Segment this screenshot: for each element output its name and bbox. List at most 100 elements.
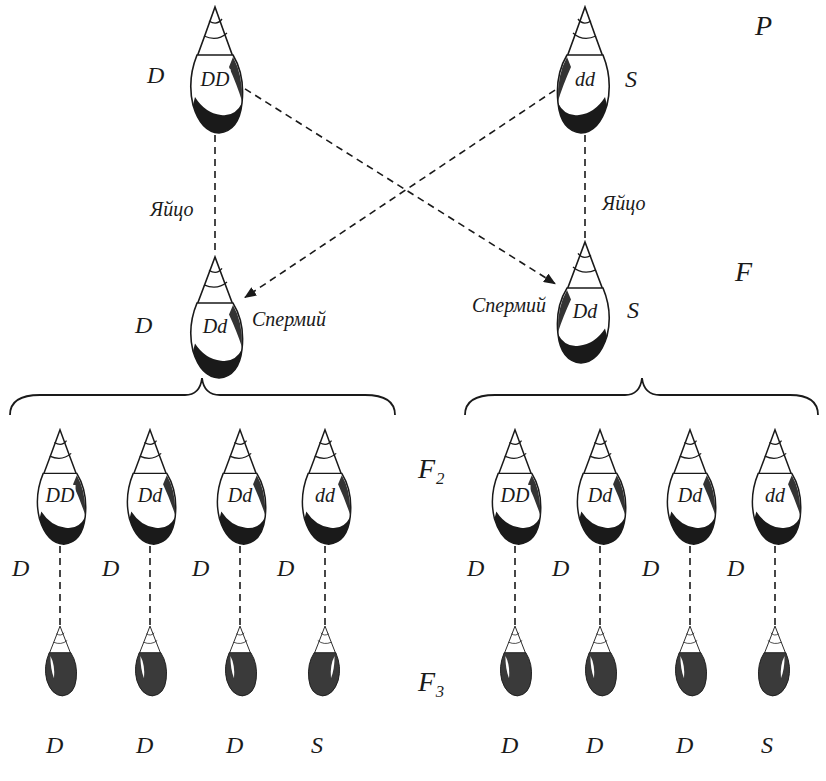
genotype-label: Dd [202, 316, 228, 336]
shell-body [225, 653, 256, 696]
shell-shading [788, 475, 800, 515]
genotype-label: Dd [137, 485, 163, 505]
shell-group [577, 430, 625, 544]
snail-node: D [672, 625, 708, 697]
genotype-label: Dd [587, 485, 613, 505]
dashed-connector [514, 546, 516, 625]
dashed-connector [245, 90, 555, 297]
phenotype-label: D [501, 733, 518, 757]
whorl-line [209, 268, 222, 272]
phenotype-label: D [642, 556, 659, 580]
shell-group [667, 430, 715, 544]
shell-group [45, 626, 76, 696]
phenotype-label: S [761, 733, 773, 757]
dashed-connector [214, 135, 216, 255]
phenotype-label: D [226, 733, 243, 757]
whorl-line [50, 453, 71, 458]
whorl-line [578, 19, 591, 23]
shell-highlight [331, 656, 335, 678]
genotype-label: DD [45, 485, 76, 505]
shell-body [557, 288, 609, 363]
shell-body [191, 55, 243, 133]
shell-shading [304, 512, 350, 545]
whorl-line [593, 641, 607, 644]
snail-node: S [757, 625, 793, 697]
whorl-line [509, 441, 521, 445]
shell-body [191, 303, 243, 378]
whorl-line [765, 453, 786, 458]
shell-shading [193, 97, 242, 133]
shell-group [127, 430, 175, 544]
shell-group [135, 626, 166, 696]
shell-spire [197, 257, 233, 305]
shell-shading [669, 512, 715, 545]
genotype-label: dd [764, 485, 786, 505]
dashed-connector [689, 546, 691, 625]
snail-shell [757, 625, 793, 697]
shell-highlight [505, 656, 509, 678]
shell-group [500, 626, 531, 696]
shell-spire [567, 242, 603, 290]
shell-highlight [50, 656, 54, 678]
connector-label: Яйцо [148, 198, 195, 220]
shell-shading [129, 512, 175, 545]
snail-node: DDD [487, 428, 543, 546]
dashed-connector [59, 546, 61, 625]
whorl-line [234, 441, 246, 445]
whorl-line [319, 441, 331, 445]
phenotype-label: D [277, 556, 294, 580]
shell-shading [558, 57, 571, 101]
whorl-line [56, 633, 64, 635]
shell-body [492, 473, 540, 544]
phenotype-label: D [467, 556, 484, 580]
shell-shading [229, 57, 242, 101]
genotype-label: dd [314, 485, 336, 505]
whorl-line [230, 453, 251, 458]
shell-body [37, 473, 85, 544]
shell-spire [43, 430, 77, 475]
shell-body [302, 473, 350, 544]
phenotype-label: D [552, 556, 569, 580]
snail-shell [582, 625, 618, 697]
shell-spire [583, 430, 617, 475]
shell-body [500, 653, 531, 696]
shell-spire [679, 626, 701, 654]
whorl-line [146, 633, 154, 635]
whorl-line [596, 633, 604, 635]
whorl-line [508, 641, 522, 644]
snail-node: DdS [555, 240, 615, 365]
shell-body [308, 653, 339, 696]
shell-shading [613, 475, 625, 515]
phenotype-label: D [135, 313, 152, 337]
dashed-connector [245, 89, 555, 284]
shell-shading [163, 475, 175, 515]
shell-group [308, 626, 339, 696]
whorl-line [594, 441, 606, 445]
shell-body [675, 653, 706, 696]
whorl-line [684, 441, 696, 445]
shell-group [675, 626, 706, 696]
genotype-label: Dd [572, 301, 598, 321]
shell-body [577, 473, 625, 544]
snail-node: DdD [662, 428, 718, 546]
whorl-line [144, 441, 156, 445]
shell-shading [219, 512, 265, 545]
phenotype-label: D [12, 556, 29, 580]
whorl-line [53, 641, 67, 644]
phenotype-label: D [46, 733, 63, 757]
snail-shell [672, 625, 708, 697]
snail-node: D [132, 625, 168, 697]
whorl-line [505, 453, 526, 458]
whorl-line [686, 633, 694, 635]
snail-node: D [497, 625, 533, 697]
whorl-line [590, 453, 611, 458]
connector-label: Спермий [250, 308, 328, 330]
shell-shading [754, 512, 800, 545]
whorl-line [143, 641, 157, 644]
curly-bracket [465, 378, 818, 415]
shell-group [752, 430, 800, 544]
phenotype-label: D [676, 733, 693, 757]
phenotype-label: D [727, 556, 744, 580]
phenotype-label: S [625, 67, 637, 91]
